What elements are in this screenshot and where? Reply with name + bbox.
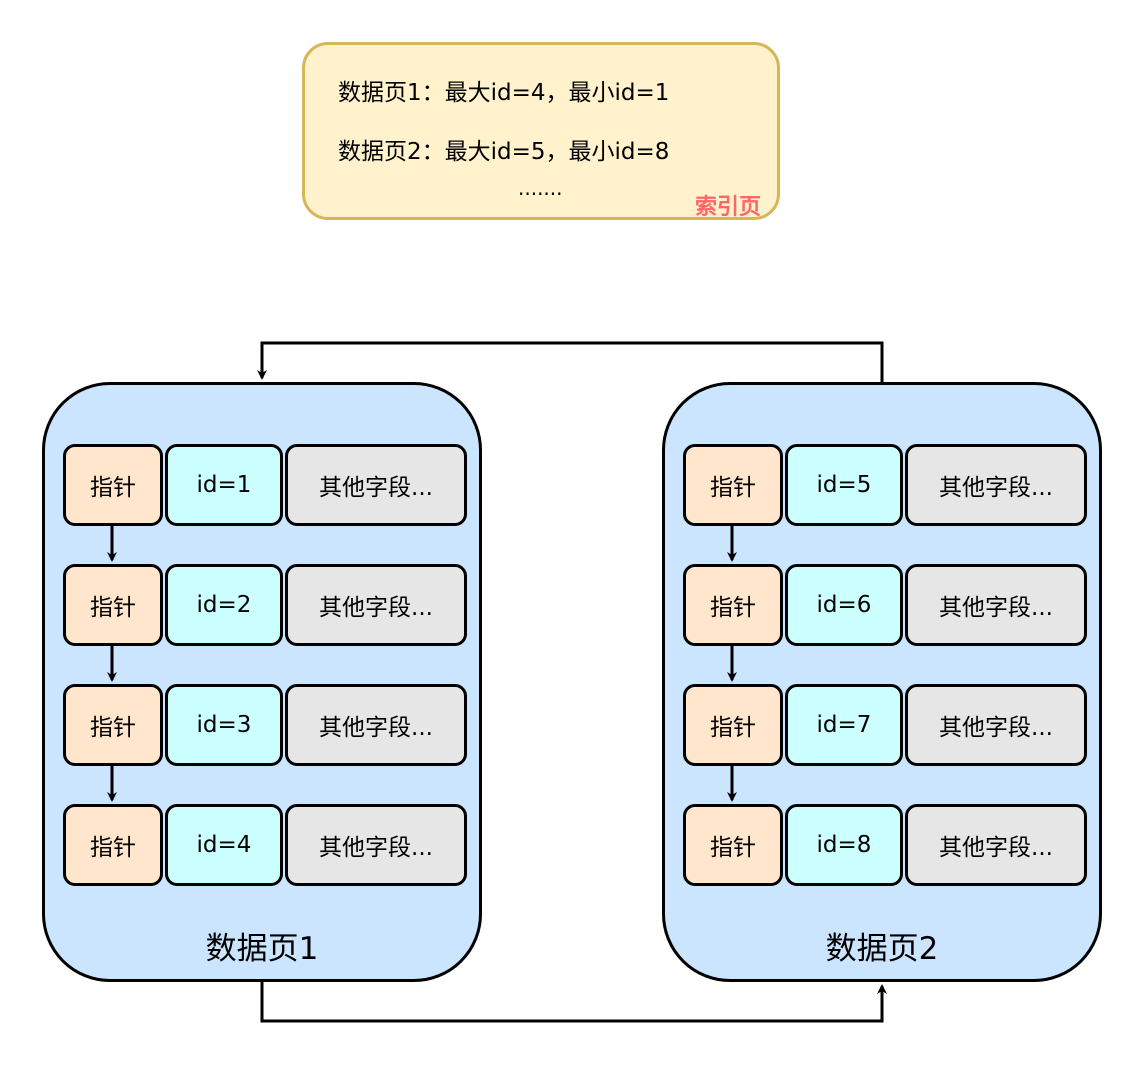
pointer-cell: 指针 — [63, 804, 163, 886]
index-page: 数据页1：最大id=4，最小id=1 数据页2：最大id=5，最小id=8 ..… — [302, 42, 780, 220]
other-fields-cell: 其他字段... — [285, 564, 467, 646]
record-row: 指针 id=8 其他字段... — [683, 804, 1087, 886]
other-fields-cell: 其他字段... — [905, 564, 1087, 646]
pointer-cell: 指针 — [683, 804, 783, 886]
other-fields-cell: 其他字段... — [285, 444, 467, 526]
record-row: 指针 id=5 其他字段... — [683, 444, 1087, 526]
id-cell: id=4 — [165, 804, 283, 886]
index-ellipsis: ....... — [518, 176, 563, 200]
id-cell: id=5 — [785, 444, 903, 526]
id-cell: id=2 — [165, 564, 283, 646]
record-row: 指针 id=2 其他字段... — [63, 564, 467, 646]
record-row: 指针 id=7 其他字段... — [683, 684, 1087, 766]
record-row: 指针 id=3 其他字段... — [63, 684, 467, 766]
pointer-cell: 指针 — [683, 684, 783, 766]
pointer-cell: 指针 — [683, 444, 783, 526]
id-cell: id=7 — [785, 684, 903, 766]
page-title: 数据页2 — [825, 931, 939, 967]
pointer-cell: 指针 — [63, 684, 163, 766]
index-entry-1: 数据页1：最大id=4，最小id=1 — [338, 80, 670, 106]
id-cell: id=8 — [785, 804, 903, 886]
pointer-cell: 指针 — [63, 564, 163, 646]
id-cell: id=6 — [785, 564, 903, 646]
index-entry-2: 数据页2：最大id=5，最小id=8 — [338, 139, 670, 165]
pointer-cell: 指针 — [63, 444, 163, 526]
index-page-label: 索引页 — [694, 195, 761, 220]
page-title: 数据页1 — [205, 931, 319, 967]
page-link-arrow-bottom — [260, 982, 887, 1023]
record-row: 指针 id=1 其他字段... — [63, 444, 467, 526]
other-fields-cell: 其他字段... — [905, 804, 1087, 886]
data-page-2: 指针 id=5 其他字段... 指针 id=6 其他字段... 指针 id=7 … — [662, 382, 1102, 982]
record-row: 指针 id=6 其他字段... — [683, 564, 1087, 646]
other-fields-cell: 其他字段... — [285, 804, 467, 886]
record-row: 指针 id=4 其他字段... — [63, 804, 467, 886]
page-link-arrow-top — [257, 341, 884, 382]
other-fields-cell: 其他字段... — [285, 684, 467, 766]
other-fields-cell: 其他字段... — [905, 444, 1087, 526]
pointer-cell: 指针 — [683, 564, 783, 646]
data-page-1: 指针 id=1 其他字段... 指针 id=2 其他字段... 指针 id=3 … — [42, 382, 482, 982]
id-cell: id=3 — [165, 684, 283, 766]
other-fields-cell: 其他字段... — [905, 684, 1087, 766]
id-cell: id=1 — [165, 444, 283, 526]
